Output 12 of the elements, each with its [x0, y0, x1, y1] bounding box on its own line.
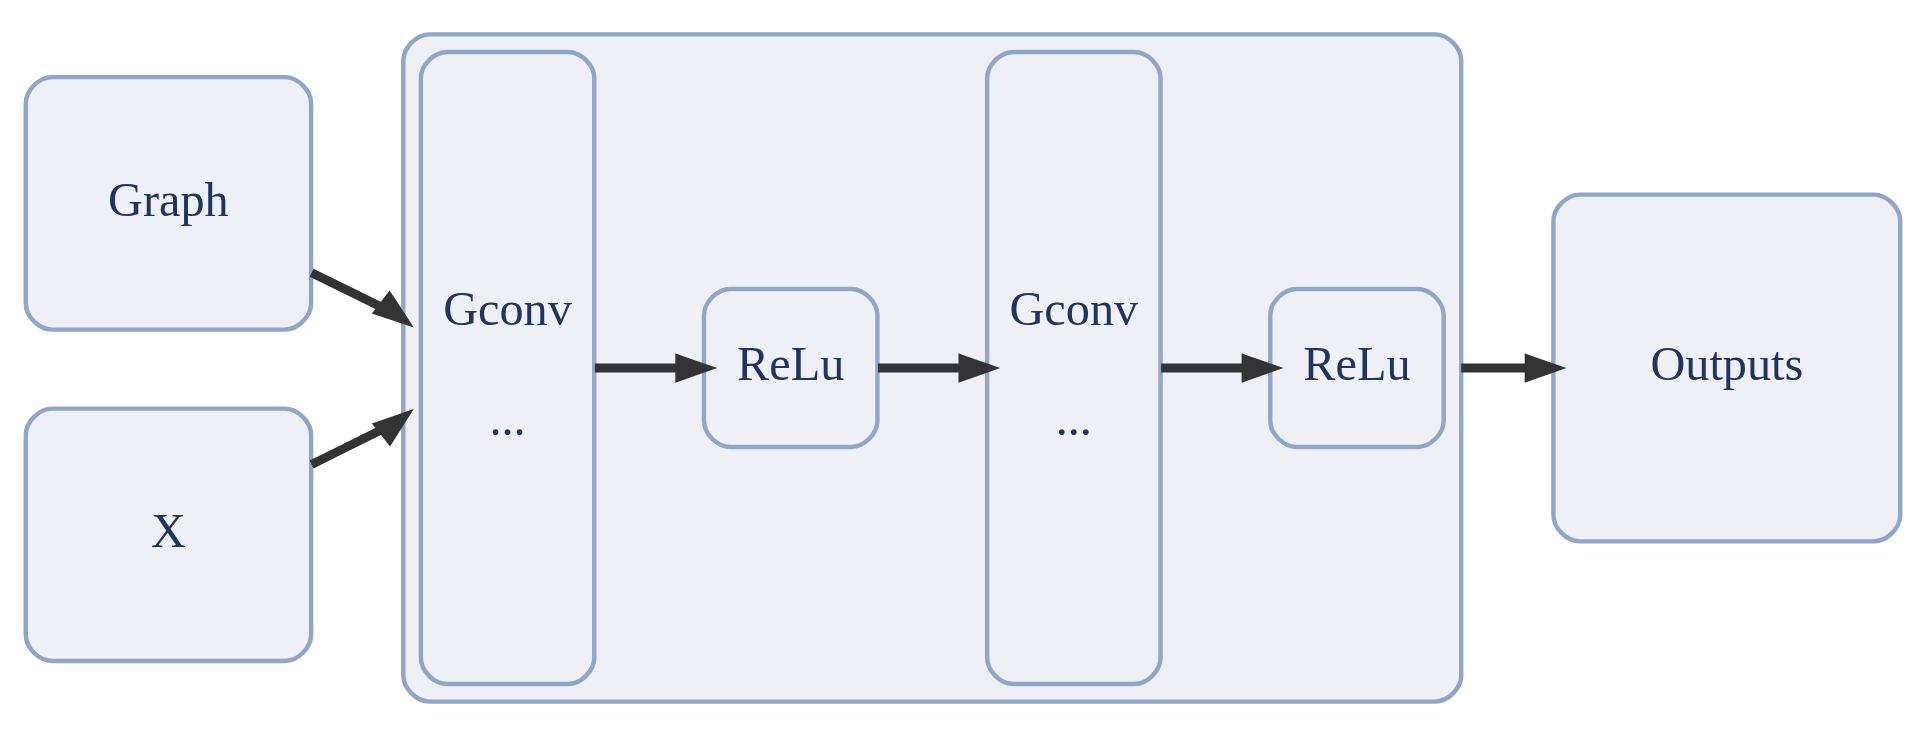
node-box: Gconv ... — [984, 49, 1163, 687]
cluster — [400, 32, 1463, 704]
node-box: Graph — [23, 75, 313, 332]
node-box: Gconv ... — [418, 49, 596, 687]
arrow — [594, 353, 717, 383]
node-box: ReLu — [701, 286, 880, 450]
node-box: Outputs — [1550, 192, 1902, 544]
node-box: X — [23, 406, 313, 664]
arrow — [877, 353, 1000, 383]
arrow — [1160, 353, 1283, 383]
arrow — [1460, 353, 1566, 383]
node-box: ReLu — [1267, 286, 1446, 450]
